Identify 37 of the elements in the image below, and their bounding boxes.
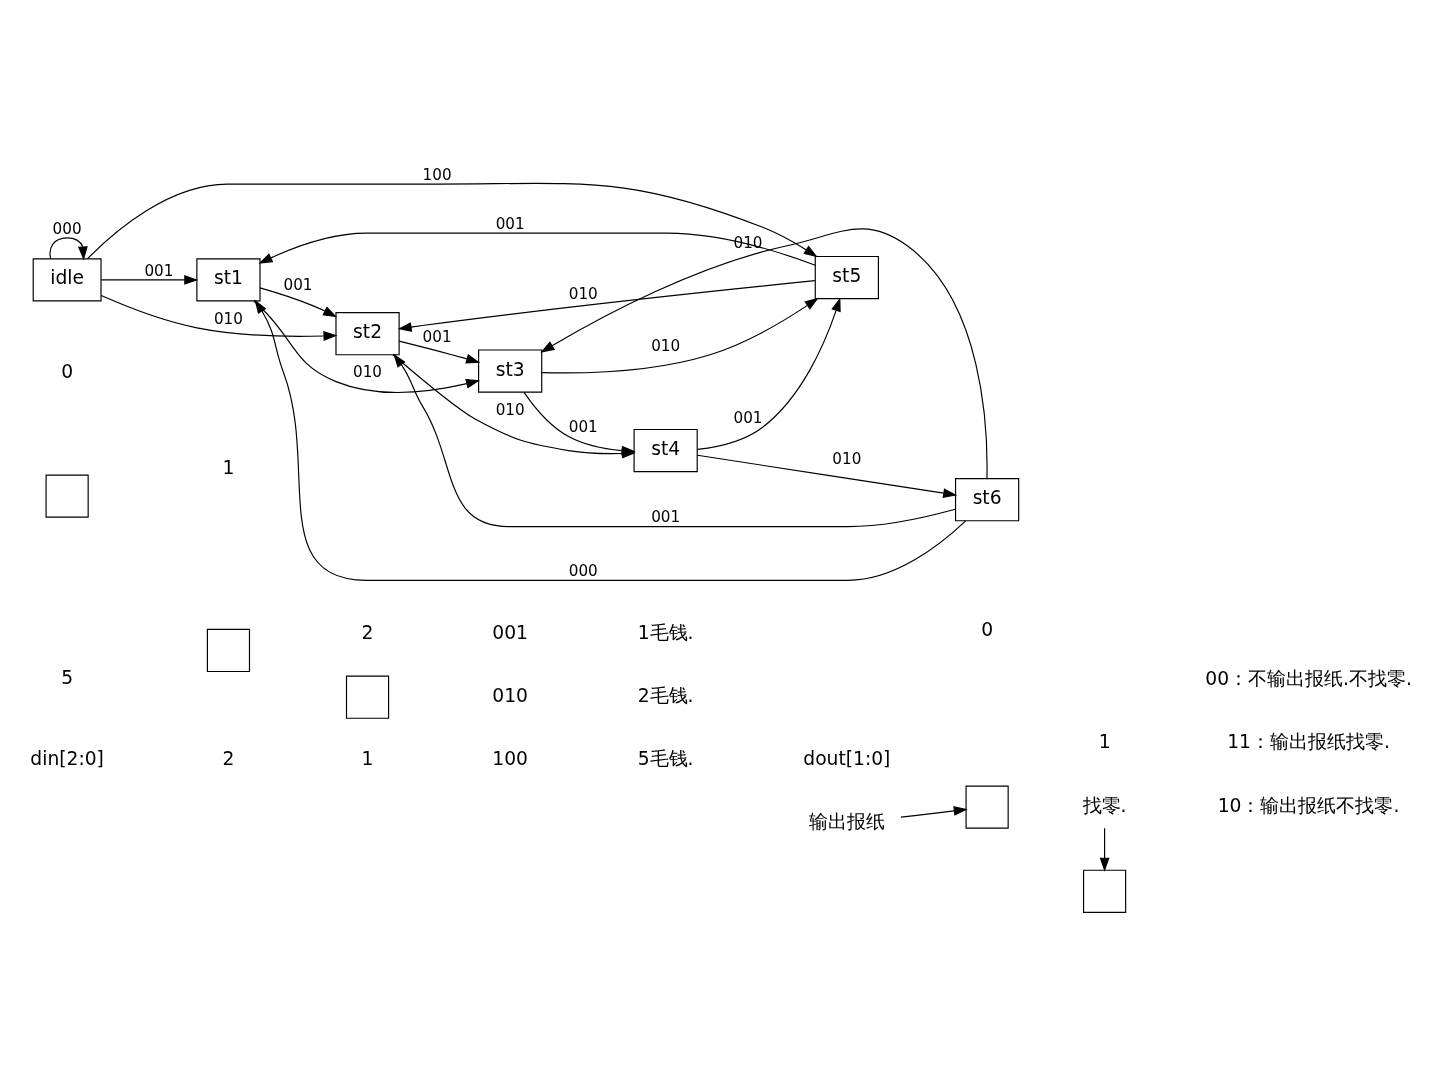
node-text: 输出报纸 bbox=[808, 810, 885, 832]
label: 010 bbox=[492, 684, 528, 706]
label: 10：输出报纸不找零. bbox=[1217, 794, 1400, 816]
edge-label: 001 bbox=[422, 328, 452, 347]
edge-label: 001 bbox=[495, 214, 525, 233]
label: 5毛钱. bbox=[637, 747, 694, 769]
edge-label: 010 bbox=[651, 336, 681, 355]
edge-label: 001 bbox=[144, 261, 174, 280]
label: 1 bbox=[361, 747, 374, 769]
edge-label: 001 bbox=[651, 508, 681, 527]
edge-label: 010 bbox=[832, 449, 862, 468]
label: 0 bbox=[981, 619, 994, 641]
label: 2 bbox=[361, 621, 374, 643]
edge-label: 000 bbox=[568, 562, 598, 581]
label: 1 bbox=[1098, 731, 1111, 753]
label: 0 bbox=[61, 360, 74, 382]
edge-label: 001 bbox=[568, 418, 598, 437]
node-text: 找零. bbox=[1082, 794, 1127, 816]
edge-label: 001 bbox=[283, 275, 313, 294]
label: 2 bbox=[222, 747, 235, 769]
label: din[2:0] bbox=[30, 747, 104, 769]
label: 001 bbox=[492, 621, 528, 643]
edge-label: 001 bbox=[733, 408, 763, 427]
label: 11：输出报纸找零. bbox=[1227, 731, 1390, 753]
label: 00：不输出报纸.不找零. bbox=[1205, 668, 1412, 690]
label: 1毛钱. bbox=[637, 621, 694, 643]
edge-label: 100 bbox=[422, 165, 452, 184]
edge-label: 010 bbox=[568, 285, 598, 304]
label: 2毛钱. bbox=[637, 684, 694, 706]
label: 5 bbox=[61, 667, 74, 689]
edge-label: 010 bbox=[353, 363, 383, 382]
label: 1 bbox=[222, 456, 235, 478]
label: dout[1:0] bbox=[803, 747, 891, 769]
edge-label: 000 bbox=[52, 219, 82, 238]
label: 100 bbox=[492, 747, 528, 769]
edge-label: 010 bbox=[213, 309, 243, 328]
edge-label: 010 bbox=[495, 400, 525, 419]
